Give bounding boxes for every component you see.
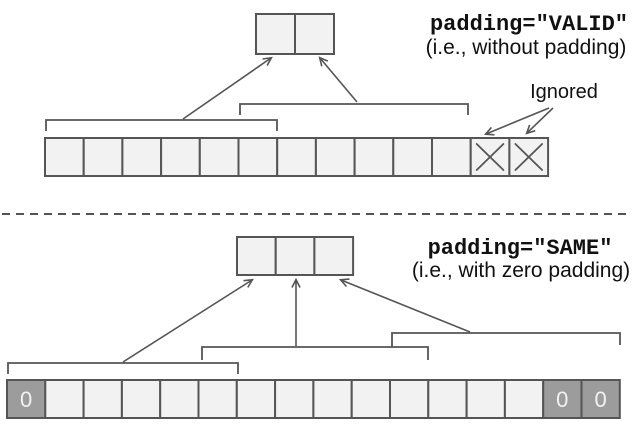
same-receptive-field-2-bracket — [201, 346, 429, 360]
zero-value-label: 0 — [20, 387, 32, 412]
grid-cell — [350, 379, 392, 419]
grid-cell — [274, 379, 315, 419]
grid-cell — [120, 379, 162, 419]
grid-cell — [197, 379, 238, 419]
grid-cell — [294, 13, 335, 55]
valid-sub-label: (i.e., without padding) — [426, 36, 627, 59]
grid-cell — [274, 236, 316, 276]
grid-cell — [389, 379, 430, 419]
grid-cell — [160, 137, 201, 177]
grid-cell — [427, 379, 468, 419]
valid-output-row — [255, 13, 335, 55]
grid-cell — [237, 137, 279, 177]
x-mark-icon — [514, 143, 543, 171]
grid-cell — [235, 379, 277, 419]
grid-cell — [236, 236, 277, 276]
grid-cell — [392, 137, 433, 177]
zero-padding-cell — [6, 379, 47, 419]
zero-padding-cell — [580, 379, 621, 419]
valid-connection-arrow-1 — [182, 56, 273, 120]
grid-cell — [353, 137, 395, 177]
same-code-label: padding="SAME" — [428, 236, 613, 261]
grid-cell — [255, 13, 296, 55]
valid-receptive-field-1-bracket — [45, 119, 278, 131]
ignored-pointer-arrow-2 — [525, 107, 554, 135]
ignored-label: Ignored — [530, 81, 598, 103]
zero-value-label: 0 — [594, 387, 606, 412]
x-mark-icon — [475, 143, 505, 171]
grid-cell — [431, 137, 472, 177]
grid-cell — [465, 379, 506, 419]
grid-cell — [503, 379, 545, 419]
grid-cell — [44, 137, 85, 177]
grid-cell — [198, 137, 240, 177]
grid-cell — [313, 236, 355, 276]
valid-receptive-field-2-bracket — [239, 103, 469, 115]
same-input-row: 0 0 0 — [6, 379, 621, 419]
grid-cell — [82, 137, 124, 177]
valid-code-label: padding="VALID" — [430, 12, 628, 37]
same-receptive-field-1-bracket — [7, 362, 239, 374]
grid-cell — [159, 379, 200, 419]
grid-cell — [314, 137, 356, 177]
same-sub-label: (i.e., with zero padding) — [412, 259, 630, 282]
zero-value-label: 0 — [556, 387, 568, 412]
same-output-row — [236, 236, 355, 276]
ignored-pointer-arrow-1 — [483, 107, 550, 136]
valid-connection-arrow-2 — [318, 56, 358, 103]
valid-input-row — [44, 137, 550, 177]
same-receptive-field-3-bracket — [391, 332, 621, 347]
same-connection-arrow-1 — [122, 278, 254, 363]
grid-cell — [82, 379, 123, 419]
grid-cell — [312, 379, 353, 419]
same-section: 0 0 0 padding="SAME" (i.e., with zero padd… — [6, 236, 630, 419]
grid-cell — [121, 137, 163, 177]
same-connection-arrow-3 — [338, 278, 471, 333]
grid-cell — [44, 379, 85, 419]
grid-cell — [276, 137, 317, 177]
valid-section: padding="VALID" (i.e., without padding) … — [44, 12, 628, 177]
zero-padding-cell — [542, 379, 583, 419]
